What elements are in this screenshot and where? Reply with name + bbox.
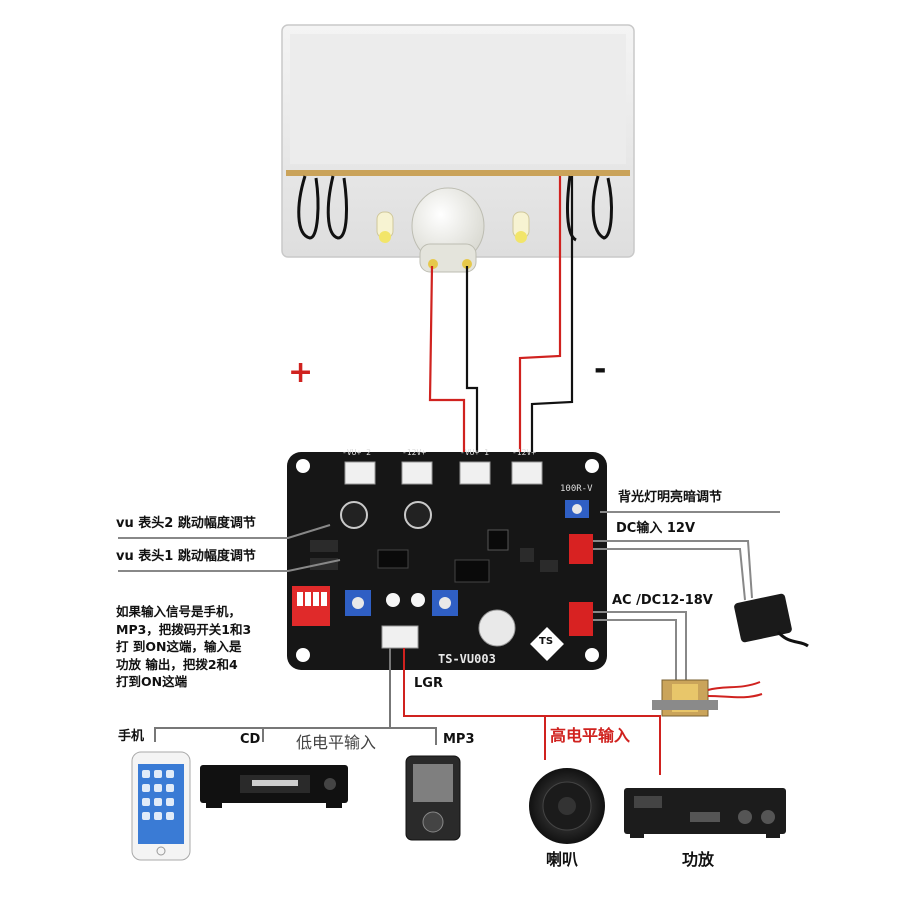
label-cd: CD bbox=[240, 732, 261, 747]
connector-label-12v-a: -12V+ bbox=[402, 448, 427, 457]
note-line-3: 打 到ON这端，输入是 bbox=[116, 639, 242, 654]
note-line-5: 打到ON这端 bbox=[116, 674, 188, 689]
ac-connector bbox=[569, 602, 593, 636]
label-lgr: LGR bbox=[414, 676, 443, 691]
label-mp3: MP3 bbox=[443, 732, 475, 747]
vu-meter bbox=[281, 24, 635, 273]
note-line-1: 如果输入信号是手机， bbox=[116, 604, 242, 619]
driver-board bbox=[287, 452, 607, 670]
minus-sign: - bbox=[594, 352, 607, 387]
connector-label-12v-b: -12V+ bbox=[512, 448, 537, 457]
label-phone: 手机 bbox=[118, 729, 145, 744]
dc-connector bbox=[569, 534, 593, 564]
label-dc-input: DC输入 12V bbox=[616, 521, 696, 536]
cd-player bbox=[200, 765, 348, 808]
amplifier bbox=[624, 788, 786, 838]
board-model: TS-VU003 bbox=[438, 652, 496, 666]
label-backlight-adjust: 背光灯明亮暗调节 bbox=[618, 490, 723, 505]
dip-switch-note: 如果输入信号是手机， MP3，把拨码开关1和3 打 到ON这端，输入是 功放 输… bbox=[116, 603, 296, 691]
mp3-player bbox=[405, 755, 461, 841]
connector-label-vu1: -VU+ 1 bbox=[460, 448, 489, 457]
label-ac-input: AC /DC12-18V bbox=[612, 593, 713, 608]
leader-lines bbox=[118, 511, 780, 775]
input-connector bbox=[381, 625, 419, 649]
connector-label-vu2: -VU+ 2 bbox=[342, 448, 371, 457]
label-speaker: 喇叭 bbox=[546, 850, 579, 869]
label-vu1-adjust: vu 表头1 跳动幅度调节 bbox=[116, 549, 256, 564]
led-strip bbox=[286, 170, 630, 176]
transformer bbox=[652, 679, 763, 717]
speaker bbox=[529, 768, 605, 844]
label-vu2-adjust: vu 表头2 跳动幅度调节 bbox=[116, 516, 256, 531]
pot-label: 100R-V bbox=[560, 484, 593, 494]
plus-sign: + bbox=[288, 355, 314, 390]
dc-adapter bbox=[734, 593, 809, 648]
label-high-level-input: 高电平输入 bbox=[550, 726, 631, 745]
meter-wires bbox=[428, 176, 574, 456]
note-line-4: 功放 输出，把拨2和4 bbox=[116, 656, 238, 672]
note-line-2: MP3，把拨码开关1和3 bbox=[116, 621, 252, 637]
label-amplifier: 功放 bbox=[682, 850, 715, 869]
board-logo: TS bbox=[539, 636, 554, 647]
phone bbox=[131, 751, 191, 861]
label-low-level-input: 低电平输入 bbox=[296, 733, 377, 752]
